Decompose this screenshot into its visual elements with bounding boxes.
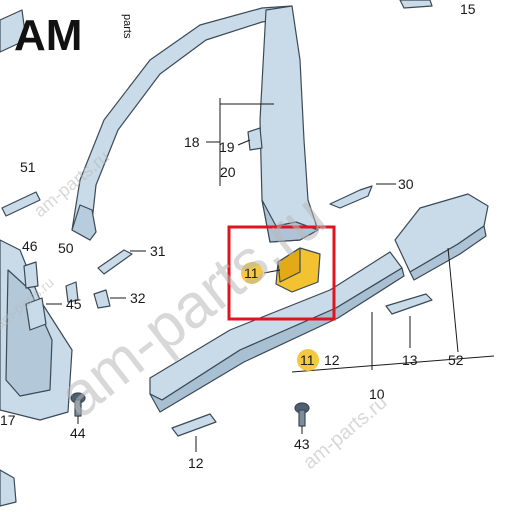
leader-11: [263, 269, 281, 274]
callout-18: 18: [184, 134, 200, 150]
logo-brand: AM: [14, 11, 82, 60]
bracket-13: [385, 293, 433, 315]
bracket-32: [93, 289, 111, 309]
bolt-44: [70, 392, 86, 417]
callout-46: 46: [22, 238, 38, 254]
bracket-12: [171, 413, 217, 437]
left-body-side-inner: [5, 269, 53, 397]
bracket-46: [23, 261, 39, 289]
a-pillar-lower: [71, 204, 97, 241]
watermark-small-bottom: am-parts.ru: [299, 391, 391, 474]
callout-20: 20: [220, 164, 236, 180]
callout-19: 19: [219, 139, 235, 155]
lower-left-fragment: [0, 469, 17, 507]
bolt-43: [294, 402, 310, 427]
callout-badge-11-box: [241, 262, 263, 284]
callout-32: 32: [130, 290, 146, 306]
callout-12-list: 12: [324, 352, 340, 368]
callout-11-list: 11: [300, 352, 315, 368]
callout-badge-11-list: [297, 349, 319, 371]
callout-15: 15: [460, 1, 476, 17]
callout-10: 10: [369, 386, 385, 402]
callout-17: 17: [0, 412, 16, 428]
callout-11-box: 11: [244, 265, 259, 281]
callout-numbers: 15 18 19 20 30 51 46 50 31 45 32 11 11 1…: [0, 1, 476, 471]
side-sill-lower: [149, 267, 405, 413]
callout-44: 44: [70, 425, 86, 441]
callout-45: 45: [66, 296, 82, 312]
highlight-box: [227, 225, 336, 321]
top-right-panel: [399, 0, 433, 9]
callout-51: 51: [20, 159, 36, 175]
leader-10-bar: [291, 355, 495, 373]
watermark-small-top: am-parts.ru: [30, 147, 113, 221]
bracket-51: [1, 191, 41, 217]
callout-43: 43: [294, 436, 310, 452]
top-left-panel: [0, 9, 27, 53]
logo-suffix: parts: [121, 14, 133, 39]
callout-30: 30: [398, 176, 414, 192]
bracket-30: [329, 185, 373, 209]
callout-13: 13: [402, 352, 418, 368]
bracket-50: [65, 281, 79, 303]
leader-lines: [46, 98, 495, 452]
callout-12-bottom: 12: [188, 455, 204, 471]
bracket-45: [25, 297, 47, 331]
highlighted-reinforcement-face: [277, 247, 301, 283]
a-pillar-roof-rail: [71, 5, 293, 241]
leader-19: [237, 139, 251, 146]
leader-52: [447, 247, 459, 353]
callout-31: 31: [150, 243, 166, 259]
am-parts-logo: AM parts: [14, 11, 133, 60]
callout-52: 52: [448, 352, 464, 368]
callout-50: 50: [58, 240, 74, 256]
bracket-31: [97, 249, 133, 275]
parts-layer: [0, 0, 489, 507]
bracket-19: [247, 127, 263, 151]
